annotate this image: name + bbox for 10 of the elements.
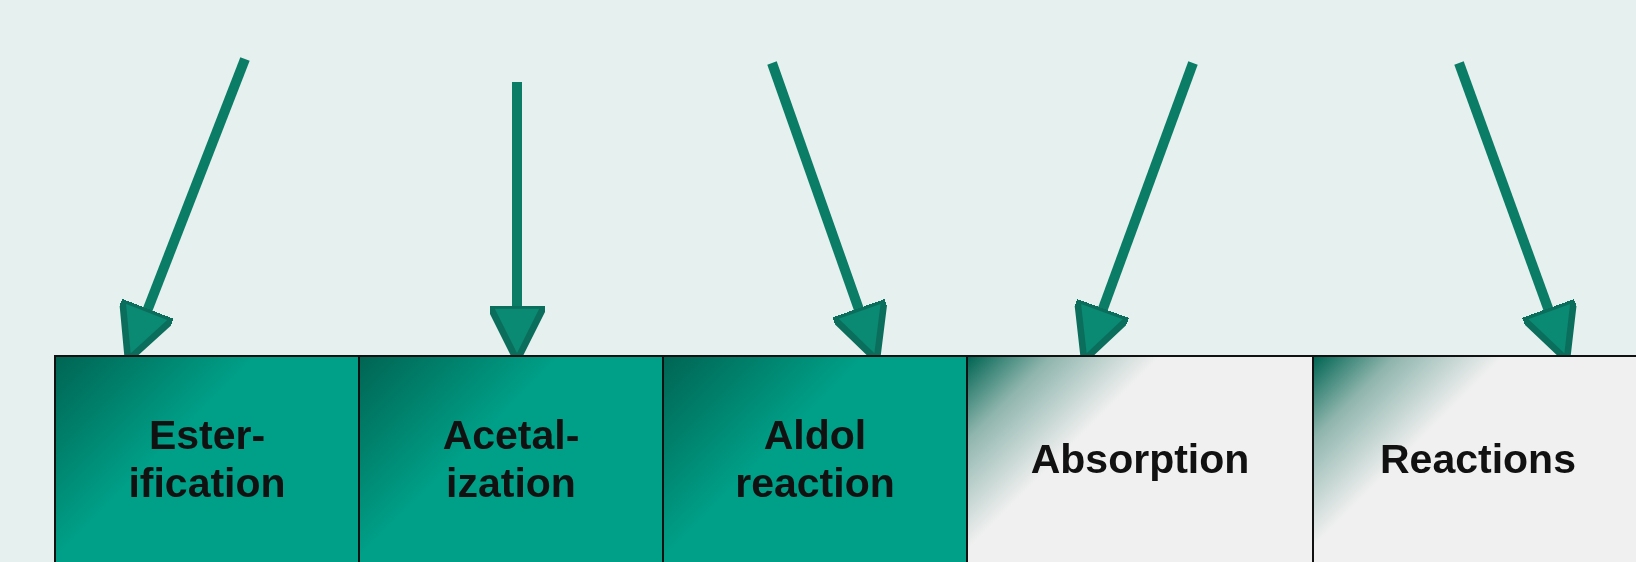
box-label: Acetal- ization [441, 412, 581, 507]
label-box [1312, 355, 1636, 562]
box-label: Reactions [1380, 435, 1576, 484]
box-label: Ester- ification [127, 412, 287, 507]
process-box [662, 355, 968, 562]
box-label: Aldol reaction [734, 412, 896, 507]
label-box [966, 355, 1314, 562]
process-box [358, 355, 664, 562]
process-box [54, 355, 360, 562]
box-label: Absorption [1030, 435, 1250, 484]
